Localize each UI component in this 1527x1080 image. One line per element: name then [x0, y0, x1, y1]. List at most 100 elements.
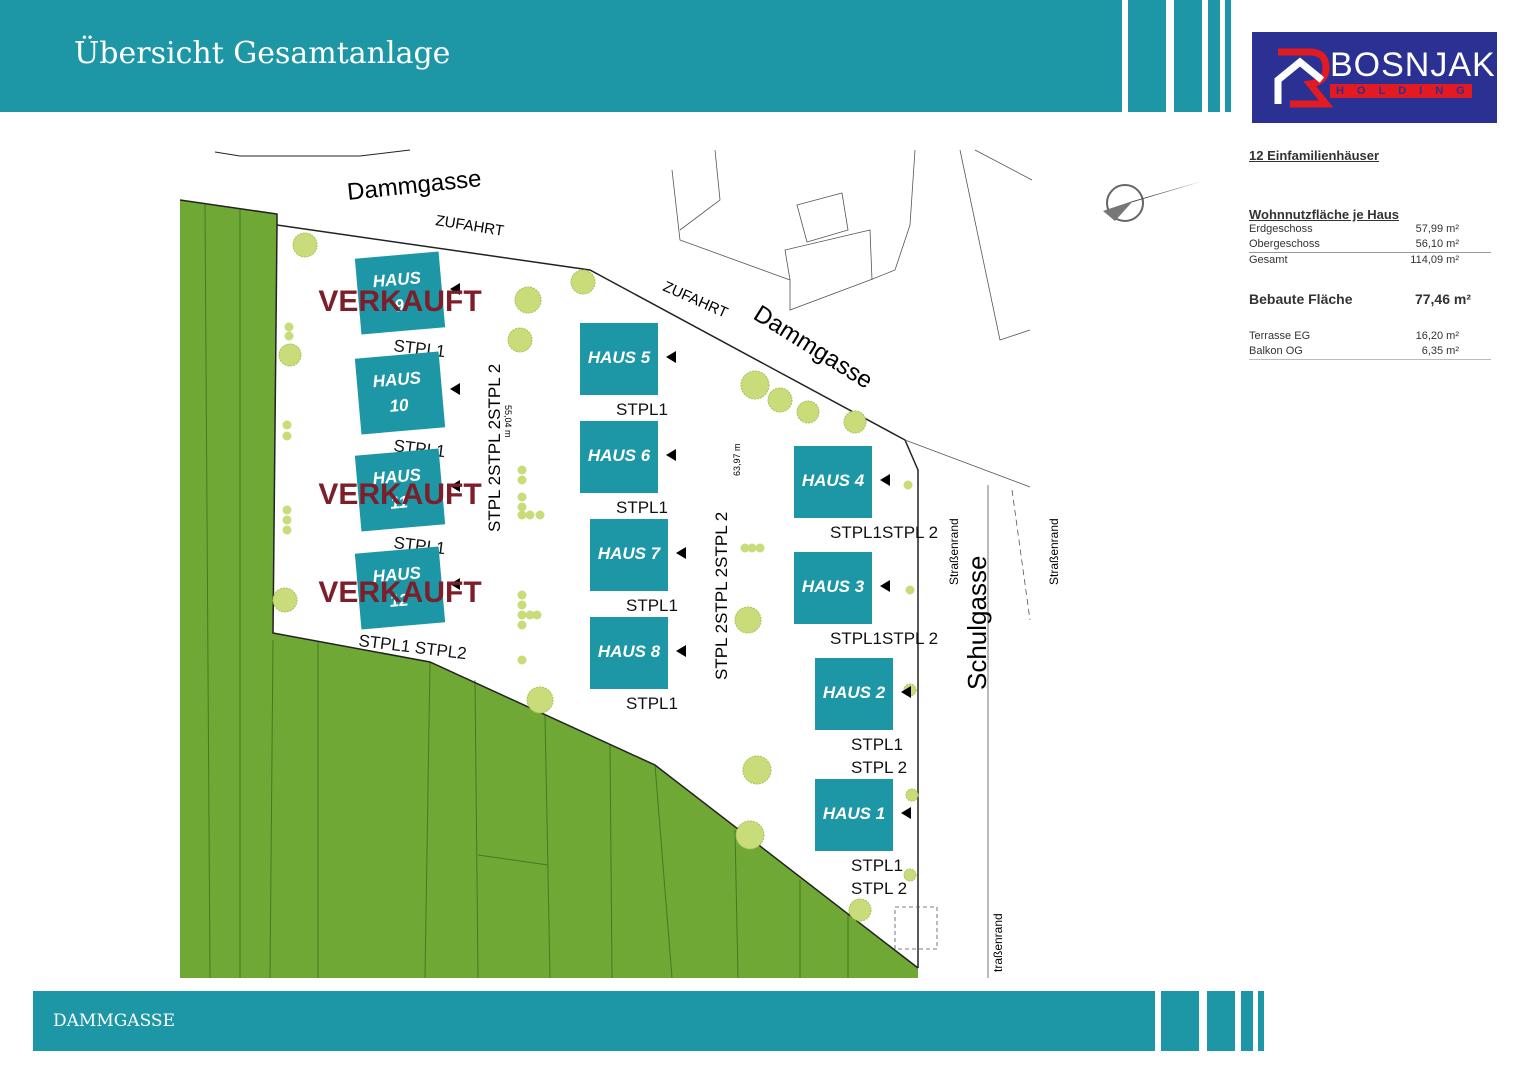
tree-icon [272, 587, 298, 613]
house-label: HAUS 1 [823, 804, 885, 823]
info-row-value: 16,20 m² [1415, 330, 1459, 342]
shrub-icon [740, 543, 750, 553]
shrub-icon [747, 543, 757, 553]
area-title: Wohnnutzfläche je Haus [1249, 207, 1399, 222]
parking-label: STPL1 [626, 596, 678, 615]
house-footprint [580, 421, 658, 493]
entrance-arrow-icon [880, 580, 890, 592]
tree-icon [767, 387, 793, 413]
header-stripe [1174, 0, 1202, 112]
entrance-arrow-icon [901, 807, 911, 819]
house-number: 11 [389, 492, 408, 512]
house-label: HAUS [372, 563, 422, 586]
built-label: Bebaute Fläche [1249, 291, 1353, 307]
footer-stripe [1207, 991, 1235, 1051]
shrub-icon [517, 655, 527, 665]
built-value: 77,46 m² [1414, 291, 1471, 307]
entrance-arrow-icon [666, 351, 676, 363]
info-row-label: Terrasse EG [1249, 330, 1311, 342]
house-footprint [815, 658, 893, 730]
footer-title: DAMMGASSE [53, 1011, 175, 1031]
shrub-icon [517, 620, 527, 630]
entrance-arrow-icon [450, 383, 460, 395]
tree-icon [292, 232, 318, 258]
shrub-icon [903, 480, 913, 490]
house-label: HAUS [372, 368, 422, 391]
house-number: 10 [389, 395, 410, 416]
tree-icon [734, 606, 762, 634]
page-title: Übersicht Gesamtanlage [74, 36, 451, 71]
trees [272, 232, 919, 922]
entrance-arrow-icon [450, 480, 460, 492]
shrub-icon [517, 510, 527, 520]
house-footprint [354, 546, 446, 630]
info-row-value: 6,35 m² [1421, 345, 1459, 357]
shrub-icon [755, 543, 765, 553]
sold-label: VERKAUFT [318, 576, 481, 609]
shrub-icon [282, 431, 292, 441]
info-panel: 12 Einfamilienhäuser Wohnnutzfläche je H… [1249, 148, 1491, 360]
shrub-icon [532, 610, 542, 620]
tree-icon [848, 898, 872, 922]
logo-house-icon [1274, 48, 1334, 108]
shrub-icon [517, 502, 527, 512]
dimension-label: 55,04 m [503, 405, 513, 438]
parking-label: STPL1 [851, 735, 903, 754]
tree-icon [570, 269, 596, 295]
house-footprint [590, 519, 668, 591]
parking-vertical-label: STPL 2STPL 2STPL 2 [712, 512, 731, 680]
house-footprint [794, 446, 872, 518]
company-logo: BOSNJAK HOLDING [1252, 32, 1497, 123]
parking-label: STPL1 [616, 400, 668, 419]
info-row-value: 114,09 m² [1410, 254, 1459, 266]
entrance-arrow-icon [676, 547, 686, 559]
tree-icon [526, 686, 554, 714]
tree-icon [903, 868, 917, 882]
tree-icon [278, 343, 302, 367]
shrub-icon [517, 475, 527, 485]
house-label: HAUS 7 [598, 544, 662, 563]
house-label: HAUS 8 [598, 642, 661, 661]
shrub-icon [284, 331, 294, 341]
house-label: HAUS 2 [823, 683, 886, 702]
house-7[interactable]: HAUS 7 STPL1 [590, 519, 686, 615]
parking-vertical-label: STPL 2STPL 2STPL 2 [485, 364, 504, 532]
parking-label: STPL 2 [851, 758, 907, 777]
info-row-label: Gesamt [1249, 254, 1288, 266]
shrub-icon [282, 525, 292, 535]
house-label: HAUS 5 [588, 348, 651, 367]
info-row-value: 56,10 m² [1415, 238, 1459, 250]
house-label: HAUS [372, 465, 422, 488]
house-footprint [580, 323, 658, 395]
entrance-arrow-icon [450, 283, 460, 295]
house-11[interactable]: HAUS 2 STPL1STPL 2 [815, 658, 911, 777]
shrub-icon [282, 420, 292, 430]
entrance-arrow-icon [666, 449, 676, 461]
shrub-icon [517, 492, 527, 502]
shrub-icon [282, 505, 292, 515]
strassenrand-label: traßenrand [991, 913, 1005, 972]
parking-label: STPL 2 [851, 879, 907, 898]
footer-bar: DAMMGASSE [33, 991, 1155, 1051]
green-area [180, 200, 918, 978]
tree-icon [742, 755, 772, 785]
parking-label: STPL1 [616, 498, 668, 517]
header-bar: Übersicht Gesamtanlage [0, 0, 1122, 112]
strassenrand-label: Straßenrand [1047, 518, 1061, 585]
north-arrow-icon [1103, 181, 1203, 222]
house-number: 12 [389, 590, 410, 611]
header-stripe [1225, 0, 1231, 112]
shrub-icon [517, 610, 527, 620]
house-footprint [354, 448, 446, 532]
house-5[interactable]: HAUS 5 STPL1 [580, 323, 676, 419]
